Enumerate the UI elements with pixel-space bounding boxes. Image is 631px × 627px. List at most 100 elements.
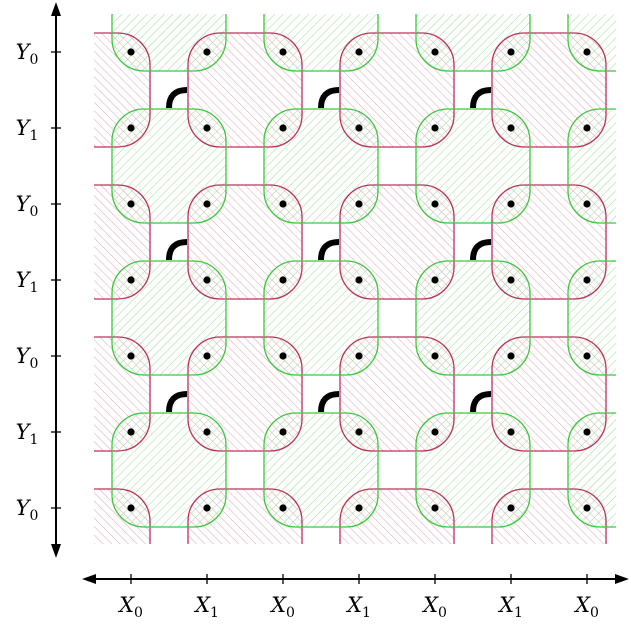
green-region [416, 14, 530, 71]
green-region-outline [111, 412, 227, 528]
x-label: X0 [573, 593, 599, 621]
x-label: X0 [421, 593, 447, 621]
red-region-outline [94, 184, 151, 300]
green-region-outline [567, 108, 616, 224]
lattice-point [203, 352, 211, 360]
lattice-point [431, 276, 439, 284]
lattice-point [431, 48, 439, 56]
green-region [112, 14, 226, 71]
thick-arc [166, 87, 188, 109]
lattice-point [583, 48, 591, 56]
lattice-point [127, 352, 135, 360]
red-region-outline [339, 336, 455, 452]
y-label: Y0 [16, 496, 39, 524]
lattice-point [355, 200, 363, 208]
lattice-point [279, 352, 287, 360]
green-region-outline [263, 260, 379, 376]
lattice-point [583, 276, 591, 284]
lattice-point [279, 200, 287, 208]
lattice-point [583, 200, 591, 208]
green-region-outline [415, 412, 531, 528]
y-axis-arrow-down [51, 544, 61, 558]
red-region-outline [339, 488, 455, 544]
lattice-point [507, 352, 515, 360]
lattice-point [203, 428, 211, 436]
red-region-outline [339, 32, 455, 148]
lattice-point [279, 124, 287, 132]
lattice-point [507, 200, 515, 208]
thick-arc [318, 239, 340, 261]
green-region-outline [415, 260, 531, 376]
lattice-point [583, 124, 591, 132]
thick-arc-markers [166, 87, 492, 413]
green-region [568, 413, 616, 527]
lattice-point [583, 428, 591, 436]
lattice-point [203, 504, 211, 512]
red-region-outline [187, 488, 303, 544]
green-region [568, 14, 616, 71]
lattice-point [279, 276, 287, 284]
green-region [568, 261, 616, 375]
lattice-point [355, 428, 363, 436]
red-region-outline [94, 32, 151, 148]
thick-arc [470, 87, 492, 109]
axes [51, 2, 629, 584]
green-region-outline [415, 14, 531, 72]
green-region-outline [111, 108, 227, 224]
thick-arc [470, 391, 492, 413]
lattice-point [203, 124, 211, 132]
y-label: Y0 [16, 192, 39, 220]
lattice-point [279, 48, 287, 56]
red-region-outline [339, 184, 455, 300]
lattice-point [355, 124, 363, 132]
x-label: X1 [193, 593, 219, 621]
y-label: Y0 [16, 344, 39, 372]
lattice-point [279, 504, 287, 512]
red-region-outline [94, 336, 151, 452]
lattice-point [355, 48, 363, 56]
green-region [264, 14, 378, 71]
lattice-point [431, 504, 439, 512]
green-region-outline [567, 260, 616, 376]
green-region [568, 109, 616, 223]
thick-arc [318, 391, 340, 413]
red-region-outline [187, 336, 303, 452]
lattice-point [355, 504, 363, 512]
green-region-outlines [111, 14, 616, 528]
x-label: X1 [345, 593, 371, 621]
lattice-point [431, 124, 439, 132]
red-region-outline [187, 184, 303, 300]
x-axis-arrow-right [615, 574, 629, 584]
green-region-outline [263, 412, 379, 528]
x-axis-arrow-left [82, 574, 96, 584]
thick-arc [470, 239, 492, 261]
green-region-outline [567, 412, 616, 528]
lattice-point [431, 428, 439, 436]
red-region-outline [491, 488, 607, 544]
lattice-point [355, 352, 363, 360]
thick-arc [166, 391, 188, 413]
green-region-outline [415, 108, 531, 224]
green-region-outline [111, 260, 227, 376]
lattice-point [431, 200, 439, 208]
lattice-point [507, 276, 515, 284]
lattice-point [507, 504, 515, 512]
lattice-point [127, 428, 135, 436]
lattice-point [127, 504, 135, 512]
lattice-point [127, 48, 135, 56]
lattice-point [279, 428, 287, 436]
lattice-point [203, 48, 211, 56]
red-region-outlines [94, 32, 607, 544]
x-label: X1 [497, 593, 523, 621]
lattice-point [203, 200, 211, 208]
x-label: X0 [269, 593, 295, 621]
lattice-point [127, 276, 135, 284]
y-label: Y0 [16, 40, 39, 68]
lattice-point [583, 352, 591, 360]
lattice-point [203, 276, 211, 284]
thick-arc [318, 87, 340, 109]
y-axis-arrow-up [51, 2, 61, 16]
